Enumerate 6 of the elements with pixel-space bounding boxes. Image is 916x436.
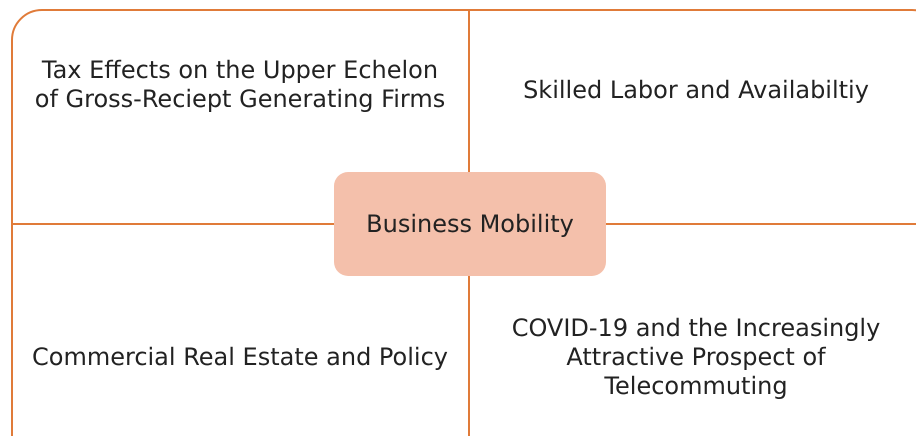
topic-text: Tax Effects on the Upper Echelon of Gross-Reciept Generating Firms <box>34 56 446 114</box>
topic-text: COVID-19 and the Increasingly Attractive Prospect of Telecommuting <box>510 314 882 401</box>
topic-text: Skilled Labor and Availabiltiy <box>523 76 869 104</box>
center-label: Business Mobility <box>366 210 574 238</box>
center-box <box>334 172 606 276</box>
topic-text: Commercial Real Estate and Policy <box>32 343 448 372</box>
